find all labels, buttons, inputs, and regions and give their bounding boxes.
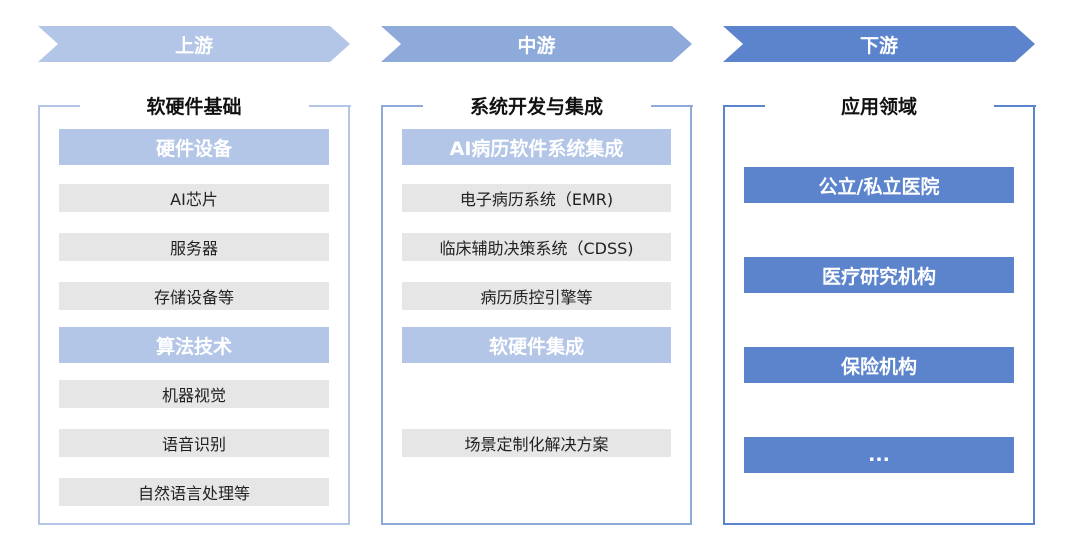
algorithm-item-vision: 机器视觉 [59,380,329,408]
stage-arrow-midstream: 中游 [381,26,692,62]
integration-item-solution: 场景定制化解决方案 [402,429,671,457]
algorithm-header: 算法技术 [59,327,329,363]
software-item-qc-engine: 病历质控引擎等 [402,282,671,310]
software-integration-header: AI病历软件系统集成 [402,129,671,165]
hardware-item-storage: 存储设备等 [59,282,329,310]
application-more: ... [744,437,1014,473]
stage-arrow-downstream: 下游 [723,26,1035,62]
upstream-title: 软硬件基础 [80,93,308,121]
software-item-emr: 电子病历系统（EMR) [402,184,671,212]
application-hospitals: 公立/私立医院 [744,167,1014,203]
upstream-column: 软硬件基础 硬件设备 AI芯片 服务器 存储设备等 算法技术 机器视觉 语音识别… [37,93,351,525]
hardware-header: 硬件设备 [59,129,329,165]
algorithm-item-speech: 语音识别 [59,429,329,457]
stage-label-downstream: 下游 [859,34,898,57]
stage-arrow-upstream: 上游 [38,26,350,62]
hardware-item-ai-chip: AI芯片 [59,184,329,212]
software-item-cdss: 临床辅助决策系统（CDSS) [402,233,671,261]
application-insurance: 保险机构 [744,347,1014,383]
stage-label-upstream: 上游 [174,34,213,57]
midstream-column: 系统开发与集成 AI病历软件系统集成 电子病历系统（EMR) 临床辅助决策系统（… [380,93,693,525]
hw-sw-integration-header: 软硬件集成 [402,327,671,363]
hardware-item-server: 服务器 [59,233,329,261]
stage-label-midstream: 中游 [517,34,556,57]
downstream-column: 应用领域 公立/私立医院 医疗研究机构 保险机构 ... [722,93,1036,525]
midstream-title: 系统开发与集成 [423,93,650,121]
downstream-title: 应用领域 [765,93,993,121]
application-research-institutions: 医疗研究机构 [744,257,1014,293]
algorithm-item-nlp: 自然语言处理等 [59,478,329,506]
